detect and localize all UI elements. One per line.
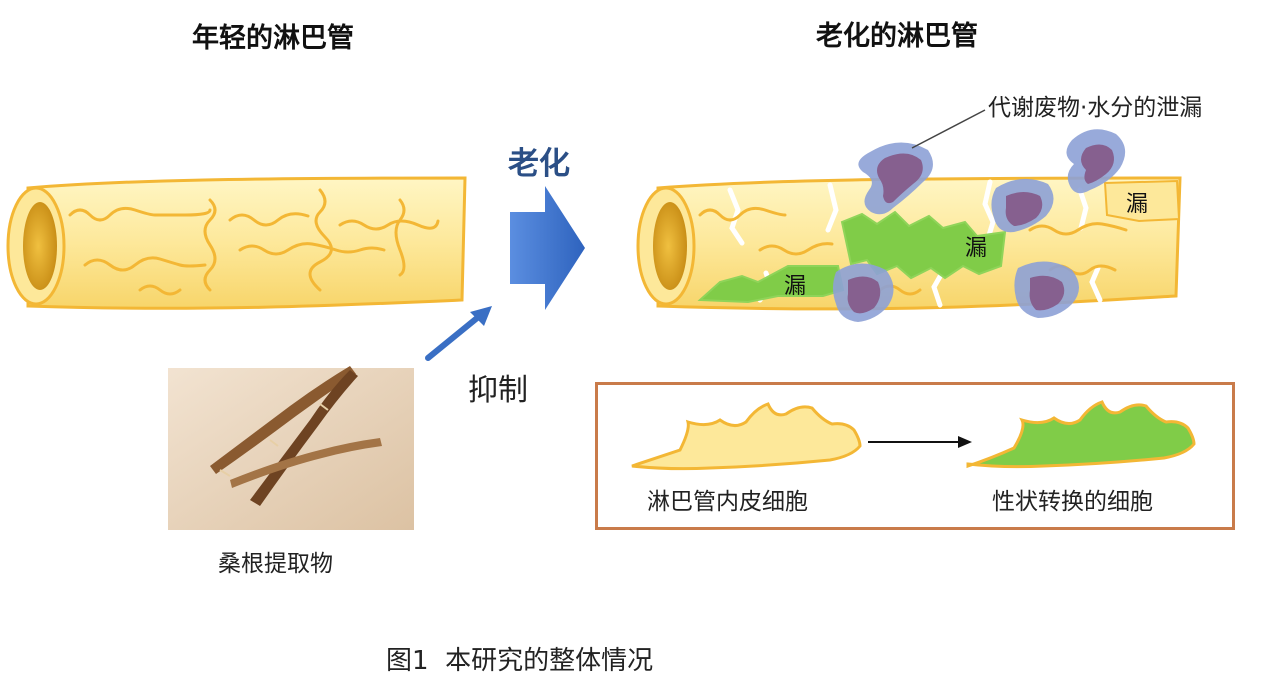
aged-cell-junction [698, 206, 1128, 296]
transformed-cell-lower-left [697, 265, 845, 304]
aged-vessel-title: 老化的淋巴管 [816, 21, 978, 52]
young-vessel-body [26, 176, 467, 310]
transform-arrow [868, 436, 972, 448]
suppress-label: 抑制 [468, 373, 528, 408]
young-lymphatic-vessel [6, 176, 467, 310]
aged-vessel-lumen [653, 202, 687, 290]
leak-label-left: 漏 [784, 274, 807, 299]
leakage-note: 代谢废物·水分的泄漏 [988, 95, 1203, 121]
leakage-blob [1014, 261, 1079, 318]
transformed-cell-upper-right [1103, 179, 1181, 223]
leakage-blob [1066, 129, 1126, 194]
leak-label-right: 漏 [1126, 192, 1149, 217]
legend-frame [595, 382, 1235, 530]
suppress-arrow [425, 306, 492, 361]
leakage-callout-line [911, 109, 986, 149]
legend-transformed-label: 性状转换的细胞 [992, 489, 1153, 515]
leakage-blob [991, 178, 1054, 233]
aging-arrow [510, 186, 585, 310]
leak-label-center: 漏 [965, 236, 988, 261]
transformed-cell-shape [966, 400, 1196, 469]
lymphatic-endothelial-cell-shape [631, 402, 862, 471]
young-vessel-title: 年轻的淋巴管 [192, 23, 354, 54]
legend-endothelial-label: 淋巴管内皮细胞 [647, 489, 808, 515]
extract-label: 桑根提取物 [218, 551, 333, 577]
leakage-blob [833, 263, 894, 322]
mulberry-root-extract-photo [168, 366, 414, 530]
young-vessel-lumen [23, 202, 57, 290]
aging-label: 老化 [508, 146, 570, 182]
aged-lymphatic-vessel [636, 109, 1182, 322]
figure-caption: 图1 本研究的整体情况 [386, 646, 654, 676]
leakage-blob [858, 142, 933, 215]
young-cell-junction [68, 188, 440, 296]
